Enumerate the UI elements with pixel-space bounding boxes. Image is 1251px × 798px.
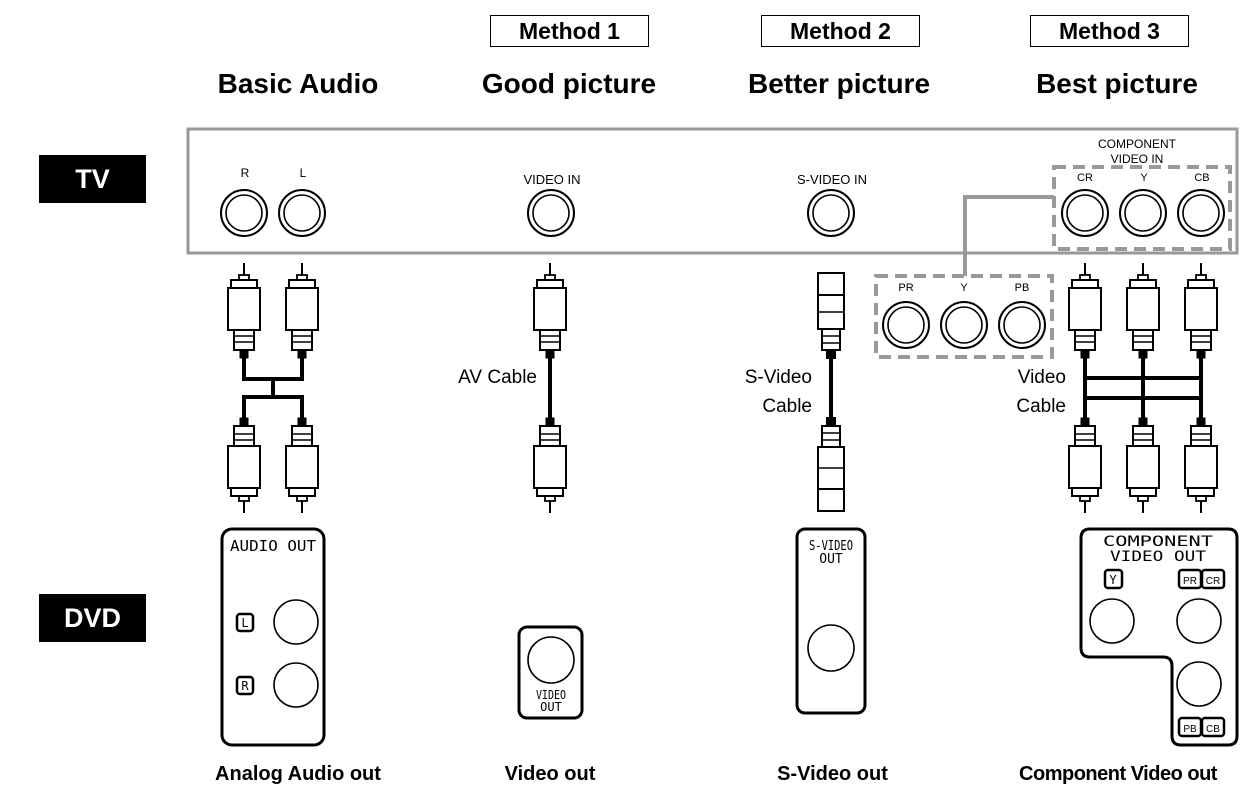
tv-cr-label: CR — [1077, 172, 1093, 184]
av-cable — [533, 262, 567, 513]
component-video-out-caption: Component Video out — [1019, 763, 1217, 785]
dvd-comp-y-badge — [1103, 568, 1124, 590]
dvd-comp-y-label: Y — [1109, 573, 1117, 587]
tv-video-in-label: VIDEO IN — [523, 172, 580, 187]
dvd-audio-l-badge — [235, 612, 255, 633]
tv-video-in-jack — [527, 189, 575, 237]
tv-label: TV — [39, 155, 146, 203]
dvd-video-out-jack — [527, 636, 575, 684]
component-cable — [1068, 262, 1218, 513]
tv-svideo-in-jack — [807, 189, 855, 237]
tv-cr-jack — [1061, 189, 1109, 237]
video-cable-label-2: Cable — [1016, 396, 1066, 417]
dvd-comp-pr-label: PR — [1183, 576, 1197, 587]
tv-component-label-1: COMPONENT — [1098, 137, 1177, 151]
tv-audio-r-jack — [220, 189, 268, 237]
dvd-audio-r-badge — [235, 675, 255, 696]
svideo-out-caption: S-Video out — [777, 763, 888, 785]
dvd-comp-cr-badge — [1200, 568, 1226, 590]
dvd-comp-cr-label: CR — [1206, 576, 1220, 587]
analog-audio-out-caption: Analog Audio out — [215, 763, 381, 785]
dvd-audio-r-label: R — [241, 679, 249, 693]
tv-component-box — [1052, 165, 1232, 251]
alt-pb-jack — [998, 301, 1046, 349]
method-3-label: Method 3 — [1030, 15, 1189, 47]
dvd-comp-cb-label: CB — [1206, 724, 1220, 735]
dvd-comp-cb-badge — [1200, 716, 1226, 738]
tv-audio-l-label: L — [300, 166, 307, 180]
tv-panel — [186, 127, 1239, 255]
dvd-svideo-out-jack — [807, 624, 855, 672]
alt-jack-connector — [963, 195, 1054, 276]
alt-pb-label: PB — [1015, 282, 1030, 294]
tv-cb-label: CB — [1194, 172, 1209, 184]
dvd-svideo-out-label-2: OUT — [819, 552, 843, 567]
dvd-label: DVD — [39, 594, 146, 642]
tv-y-label: Y — [1140, 172, 1148, 184]
tv-audio-l-jack — [278, 189, 326, 237]
video-cable-label-1: Video — [1017, 367, 1066, 388]
dvd-audio-l-label: L — [241, 616, 248, 630]
dvd-comp-pb-label: PB — [1183, 724, 1197, 735]
method-1-label: Method 1 — [490, 15, 649, 47]
alt-pr-jack — [882, 301, 930, 349]
dvd-svideo-out-label-1: S-VIDEO — [809, 539, 853, 554]
svideo-cable-label-1: S-Video — [744, 367, 812, 388]
dvd-comp-y-jack — [1089, 598, 1135, 644]
tv-y-jack — [1119, 189, 1167, 237]
method-2-label: Method 2 — [761, 15, 920, 47]
alt-y-label: Y — [960, 282, 968, 294]
video-out-caption: Video out — [504, 763, 596, 785]
basic-audio-heading: Basic Audio — [217, 68, 379, 99]
av-cable-label: AV Cable — [458, 367, 537, 388]
tv-cb-jack — [1177, 189, 1225, 237]
dvd-svideo-out-panel — [795, 527, 867, 715]
dvd-video-out-label-2: OUT — [540, 700, 562, 714]
best-picture-heading: Best picture — [1036, 68, 1198, 99]
dvd-audio-r-jack — [273, 662, 319, 708]
tv-audio-r-label: R — [241, 166, 250, 180]
dvd-audio-l-jack — [273, 599, 319, 645]
tv-svideo-in-label: S-VIDEO IN — [797, 172, 867, 187]
dvd-comp-pr-jack — [1176, 598, 1222, 644]
dvd-video-out-label-1: VIDEO — [536, 688, 566, 702]
alt-y-jack — [940, 301, 988, 349]
svideo-cable-label-2: Cable — [762, 396, 812, 417]
dvd-audio-out-label: AUDIO OUT — [230, 537, 316, 555]
alt-pr-label: PR — [898, 282, 913, 294]
tv-component-label-2: VIDEO IN — [1111, 152, 1164, 166]
dvd-comp-out-label-2: VIDEO OUT — [1110, 549, 1207, 565]
dvd-comp-pb-jack — [1176, 661, 1222, 707]
dvd-comp-out-label-1: COMPONENT — [1103, 534, 1214, 550]
better-picture-heading: Better picture — [747, 68, 931, 99]
good-picture-heading: Good picture — [481, 68, 657, 99]
svideo-cable — [817, 272, 845, 512]
audio-cable — [227, 262, 319, 513]
